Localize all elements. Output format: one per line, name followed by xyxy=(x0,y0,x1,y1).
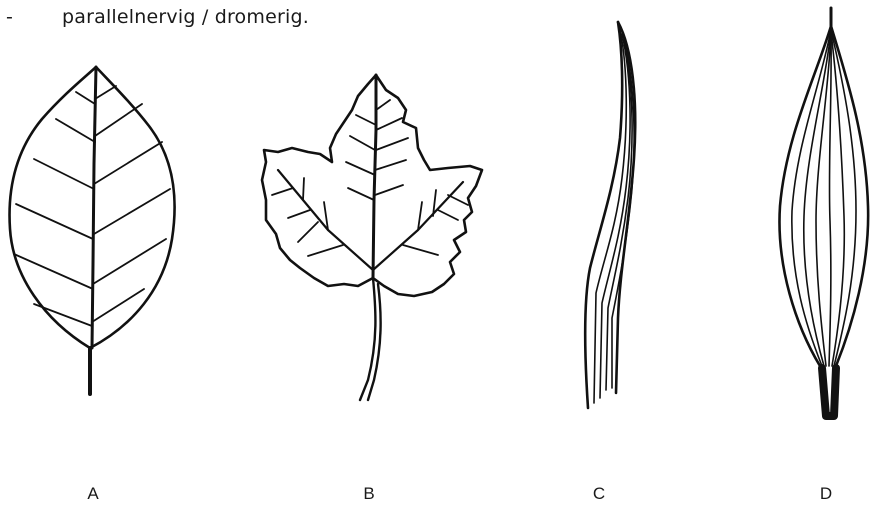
leaf-label-c: C xyxy=(584,484,614,504)
pinnate-leaf-icon xyxy=(4,64,184,404)
bullet-text: parallelnervig / dromerig. xyxy=(62,6,309,28)
bullet-marker: - xyxy=(6,6,13,28)
parallel-veined-leaf-icon xyxy=(776,6,871,420)
palmate-leaf-icon xyxy=(258,70,488,405)
leaf-label-a: A xyxy=(78,484,108,504)
bullet-item: - parallelnervig / dromerig. xyxy=(0,6,871,36)
leaf-label-d: D xyxy=(811,484,841,504)
grass-blade-leaf-icon xyxy=(578,18,648,416)
leaf-label-b: B xyxy=(354,484,384,504)
